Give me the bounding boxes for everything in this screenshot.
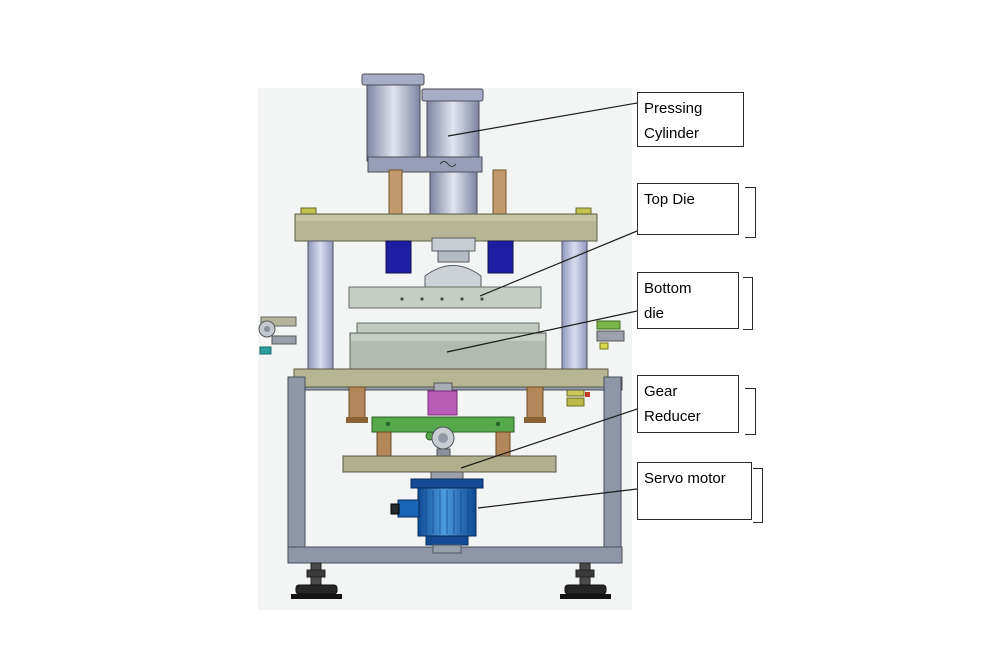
motor-connector bbox=[397, 499, 420, 518]
label-servo-motor: Servo motor bbox=[637, 462, 752, 520]
right-side-attachments bbox=[566, 320, 625, 407]
guide-column-left bbox=[307, 240, 334, 373]
foot-pad-right bbox=[564, 584, 607, 595]
leader-line-top-die bbox=[479, 230, 638, 297]
label-gear-reducer: Gear Reducer bbox=[637, 375, 739, 433]
bottom-die-bracket bbox=[743, 277, 753, 330]
flange-mark bbox=[439, 161, 457, 167]
guide-column-right bbox=[561, 240, 588, 373]
hanger-leg-left bbox=[348, 386, 366, 422]
reducer-mount-bar bbox=[342, 455, 557, 473]
bottom-die-top-layer bbox=[356, 322, 540, 334]
label-gear-reducer-line1: Gear bbox=[644, 383, 678, 400]
ram-adapter-bottom bbox=[437, 250, 470, 263]
guide-rod-right bbox=[492, 169, 507, 217]
left-cylinder-cap bbox=[361, 73, 425, 86]
ram-adapter-top bbox=[431, 237, 476, 252]
motor-plug bbox=[390, 503, 400, 515]
foot-pad-left bbox=[295, 584, 338, 595]
top-die-plate bbox=[348, 286, 542, 309]
motor-foot bbox=[432, 544, 462, 554]
servo-motor-assembly bbox=[390, 471, 484, 554]
top-die-bracket bbox=[745, 187, 756, 238]
left-cylinder-body bbox=[366, 84, 421, 162]
right-cylinder-body bbox=[426, 100, 480, 162]
leader-line-bottom-die bbox=[446, 310, 638, 353]
leveling-feet bbox=[291, 562, 611, 599]
label-pressing-cylinder: Pressing Cylinder bbox=[637, 92, 744, 147]
pressing-cylinder-assembly bbox=[361, 73, 507, 217]
label-top-die-line1: Top Die bbox=[644, 191, 695, 208]
label-bottom-die-line2: die bbox=[644, 305, 665, 322]
upper-die-holder bbox=[424, 237, 482, 288]
label-bottom-die: Bottom die bbox=[637, 272, 739, 329]
motor-fins bbox=[425, 490, 469, 534]
label-top-die: Top Die bbox=[637, 183, 739, 235]
left-side-attachments bbox=[258, 316, 297, 355]
motor-flange bbox=[410, 478, 484, 489]
label-servo-motor-line1: Servo motor bbox=[644, 470, 726, 487]
bottom-die bbox=[349, 322, 547, 371]
servo-motor-bracket bbox=[753, 468, 763, 523]
top-die-holes bbox=[400, 297, 484, 301]
crown-plate-highlight bbox=[296, 215, 596, 221]
right-cylinder-cap bbox=[421, 88, 484, 102]
label-pressing-cylinder-line1: Pressing bbox=[644, 100, 703, 117]
leader-lines bbox=[446, 102, 638, 509]
crown-plate bbox=[294, 207, 598, 242]
label-pressing-cylinder-line2: Cylinder bbox=[644, 125, 700, 142]
label-bottom-die-line1: Bottom bbox=[644, 280, 692, 297]
machine-frame bbox=[287, 376, 623, 564]
hanger-leg-right bbox=[526, 386, 544, 422]
top-die bbox=[348, 286, 542, 309]
bottom-die-face bbox=[351, 334, 545, 341]
guide-rod-left bbox=[388, 169, 403, 217]
gear-reducer-assembly bbox=[342, 382, 557, 473]
coupling-block bbox=[427, 390, 458, 416]
gear-reducer-bracket bbox=[745, 388, 756, 435]
frame-leg-right bbox=[603, 376, 622, 564]
leader-line-gear-reducer bbox=[460, 408, 638, 469]
cylinder-ram bbox=[429, 171, 478, 217]
guide-block-left bbox=[385, 240, 412, 274]
guide-block-right bbox=[487, 240, 514, 274]
frame-leg-left bbox=[287, 376, 306, 564]
label-gear-reducer-line2: Reducer bbox=[644, 408, 701, 425]
cylinder-flange bbox=[367, 156, 483, 173]
leader-line-servo-motor bbox=[477, 488, 638, 509]
leader-line-pressing-cylinder bbox=[447, 102, 638, 137]
upper-die-dome bbox=[424, 265, 482, 288]
